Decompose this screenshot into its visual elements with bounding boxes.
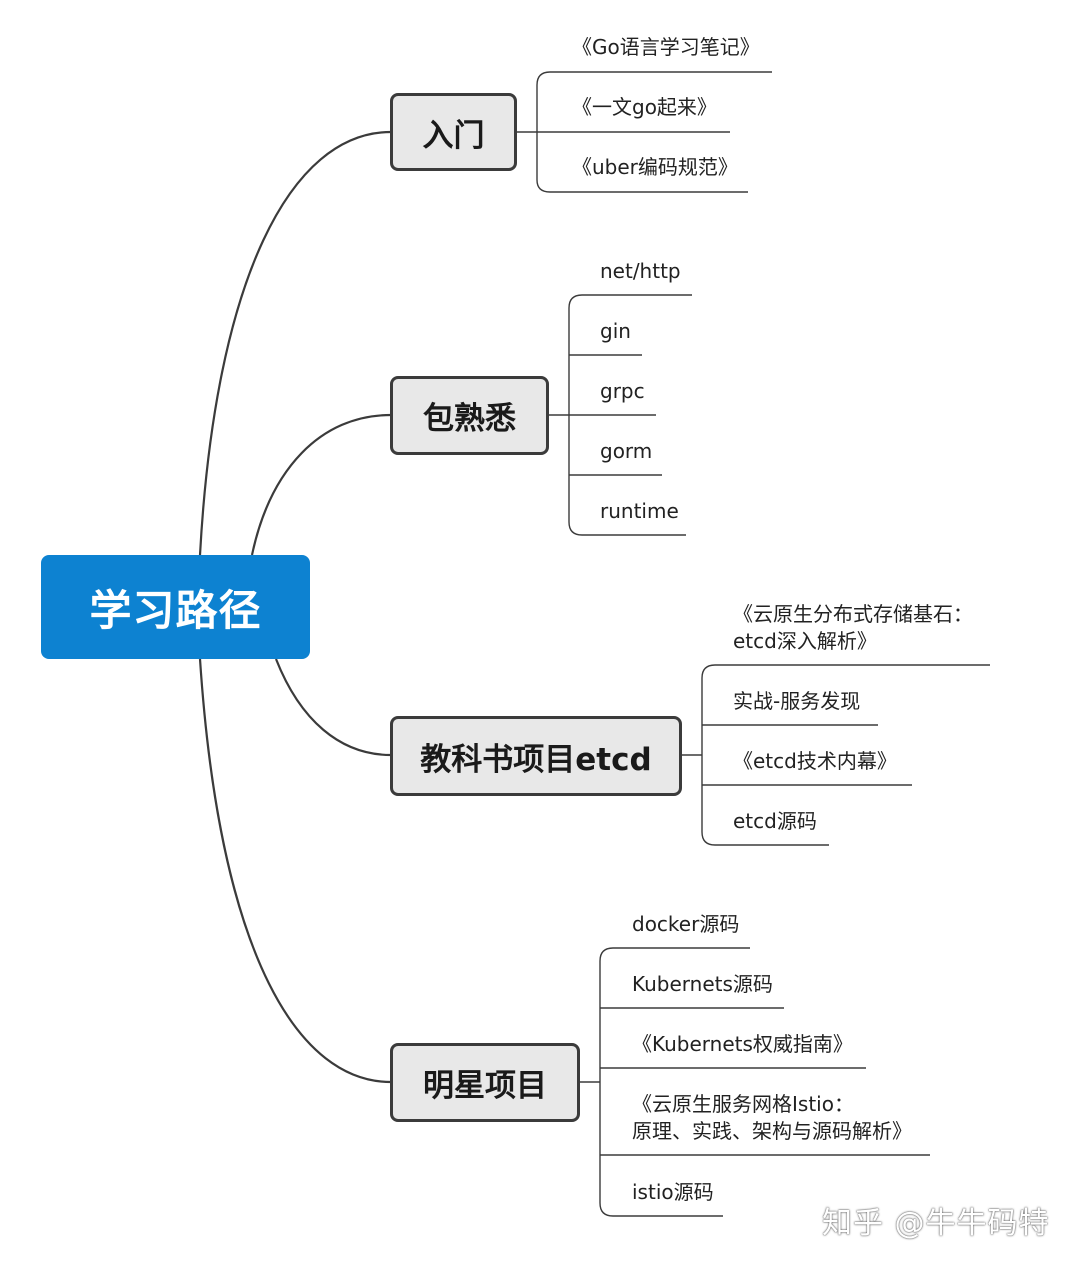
- leaf-kubernets-source[interactable]: Kubernets源码: [632, 972, 773, 996]
- watermark: 知乎 @牛牛码特: [822, 1206, 1050, 1241]
- topic-etcd[interactable]: 教科书项目etcd: [390, 716, 682, 796]
- leaf-go-start[interactable]: 《一文go起来》: [572, 95, 717, 119]
- topic-intro[interactable]: 入门: [390, 93, 517, 171]
- link-root-stars: [198, 658, 392, 1084]
- leaf-etcd-internals[interactable]: 《etcd技术内幕》: [733, 749, 897, 773]
- topic-packages-label: 包熟悉: [423, 401, 516, 437]
- leaf-grpc[interactable]: grpc: [600, 379, 645, 403]
- leaf-etcd-source[interactable]: etcd源码: [733, 809, 817, 833]
- leaf-go-notes[interactable]: 《Go语言学习笔记》: [572, 35, 760, 59]
- leaf-etcd-book-line2: etcd深入解析》: [733, 629, 877, 653]
- topic-star-projects[interactable]: 明星项目: [390, 1043, 580, 1122]
- leaf-gorm[interactable]: gorm: [600, 439, 653, 463]
- leaf-etcd-book[interactable]: 《云原生分布式存储基石： etcd深入解析》: [733, 601, 973, 655]
- leaf-gin[interactable]: gin: [600, 319, 631, 343]
- link-root-packages: [250, 413, 392, 556]
- leaf-istio-book[interactable]: 《云原生服务网格Istio： 原理、实践、架构与源码解析》: [632, 1091, 912, 1145]
- topic-star-projects-label: 明星项目: [423, 1068, 547, 1104]
- link-root-etcd: [274, 658, 392, 757]
- topic-etcd-label: 教科书项目etcd: [420, 741, 652, 778]
- leaf-uber-style[interactable]: 《uber编码规范》: [572, 155, 738, 179]
- leaf-kubernets-guide[interactable]: 《Kubernets权威指南》: [632, 1032, 853, 1056]
- leaf-istio-book-line1: 《云原生服务网格Istio：: [632, 1092, 854, 1116]
- root-node[interactable]: 学习路径: [41, 555, 310, 659]
- leaf-istio-source[interactable]: istio源码: [632, 1180, 714, 1204]
- leaf-docker-source[interactable]: docker源码: [632, 912, 740, 936]
- leaf-etcd-book-line1: 《云原生分布式存储基石：: [733, 602, 973, 626]
- root-label: 学习路径: [89, 585, 262, 635]
- topic-intro-label: 入门: [422, 117, 485, 154]
- leaf-istio-book-line2: 原理、实践、架构与源码解析》: [632, 1119, 912, 1143]
- leaf-net-http[interactable]: net/http: [600, 259, 681, 283]
- leaf-runtime[interactable]: runtime: [600, 499, 679, 523]
- link-root-intro: [198, 130, 392, 556]
- leaf-service-discovery[interactable]: 实战-服务发现: [733, 689, 861, 713]
- topic-packages[interactable]: 包熟悉: [390, 376, 549, 455]
